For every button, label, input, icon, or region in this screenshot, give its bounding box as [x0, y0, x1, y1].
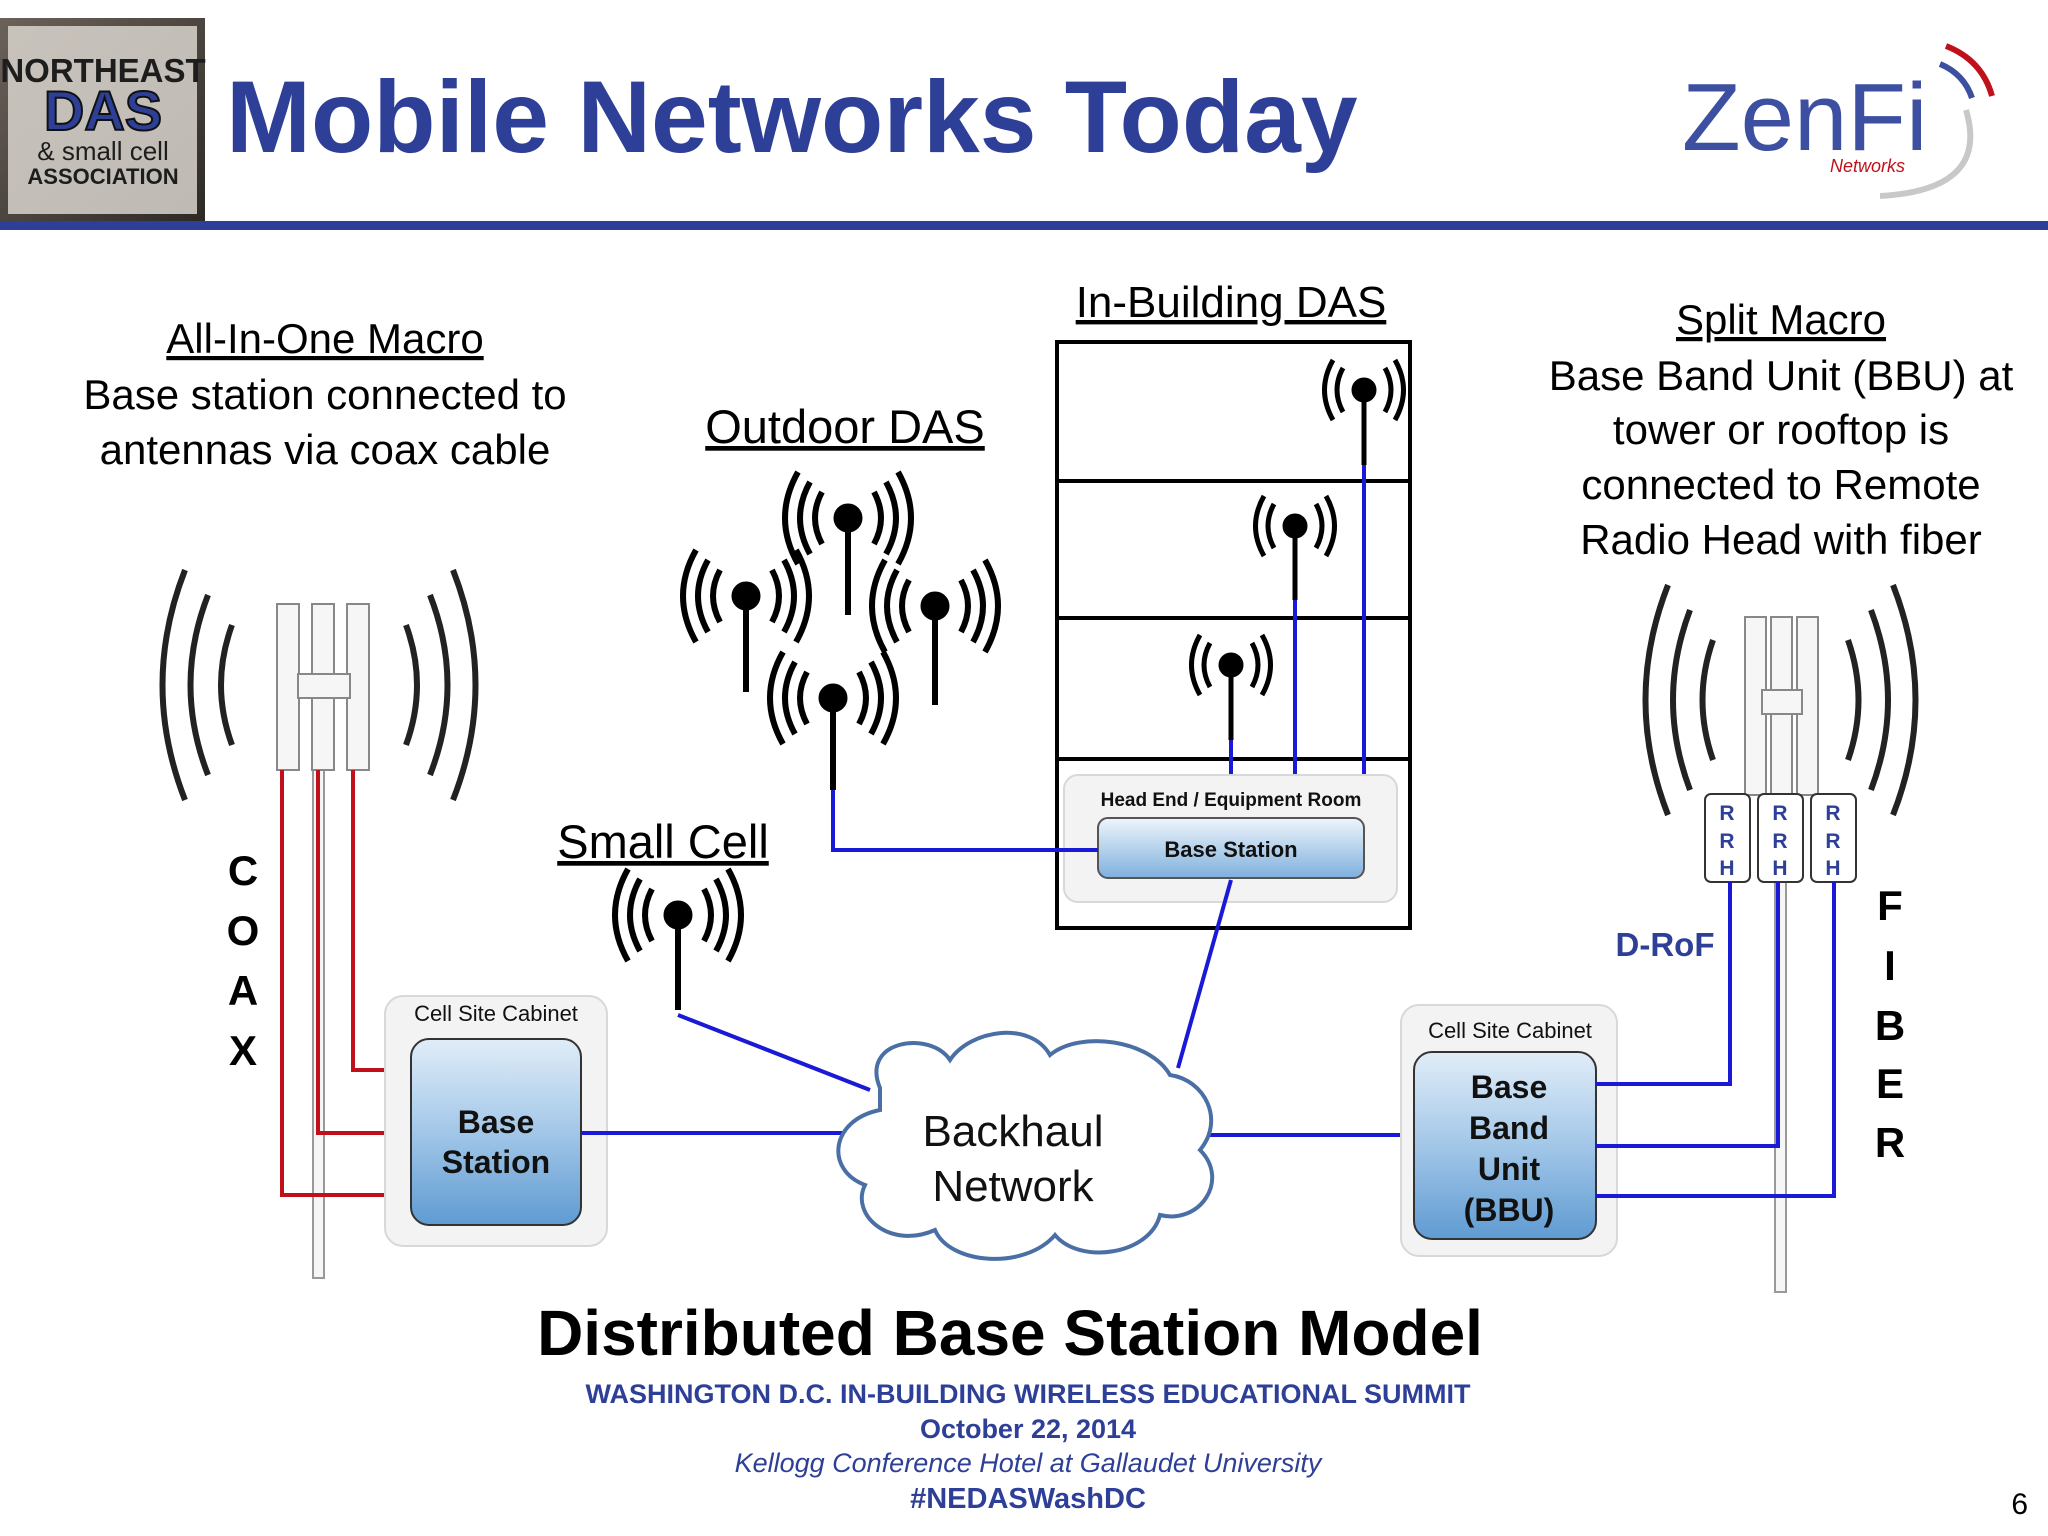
- all-in-one-desc-2: antennas via coax cable: [100, 426, 551, 473]
- section-headings: All-In-One Macro Base station connected …: [83, 278, 2013, 868]
- fiber-letter: E: [1876, 1060, 1904, 1107]
- rrh-letter: R: [1719, 802, 1734, 825]
- split-macro-desc-3: connected to Remote: [1581, 461, 1980, 508]
- backhaul-label-2: Network: [932, 1162, 1094, 1211]
- macro-tower-left: C O A X: [159, 568, 479, 1279]
- antenna-icon: [1189, 633, 1273, 740]
- backhaul-links: [581, 879, 1412, 1137]
- signal-waves-left-icon: [159, 568, 479, 802]
- base-station-label-1: Base: [458, 1104, 535, 1140]
- rrh-letter: R: [1772, 830, 1787, 853]
- heading-small-cell: Small Cell: [557, 815, 769, 868]
- signal-waves-right-icon: [1642, 583, 1919, 817]
- coax-letter: A: [228, 967, 258, 1014]
- rrh-letter: H: [1719, 857, 1734, 880]
- cell-tower-icon: [1744, 616, 1819, 1293]
- in-building-das: Head End / Equipment Room Base Station: [1055, 340, 1412, 930]
- page-number: 6: [2011, 1488, 2028, 1521]
- fiber-label: F I B E R: [1875, 882, 1905, 1166]
- logo-line-4: ASSOCIATION: [27, 164, 178, 189]
- antenna-icon: [1322, 358, 1406, 465]
- zenfi-logo-name: ZenFi: [1682, 64, 1927, 171]
- heading-all-in-one: All-In-One Macro: [166, 315, 483, 362]
- fiber-cables: [1596, 882, 1836, 1198]
- rrh-letter: H: [1772, 857, 1787, 880]
- outdoor-das-antennas: [680, 470, 1001, 790]
- riser-cables: [1229, 465, 1366, 776]
- heading-outdoor-das: Outdoor DAS: [705, 400, 985, 453]
- coax-letter: X: [229, 1027, 257, 1074]
- antenna-icon: [869, 558, 1001, 705]
- all-in-one-desc-1: Base station connected to: [83, 371, 566, 418]
- rrh-box: [1757, 793, 1804, 883]
- header-rule: [0, 221, 2048, 230]
- cloud-icon: [836, 1030, 1215, 1261]
- head-end-label: Head End / Equipment Room: [1101, 790, 1362, 811]
- event-venue: Kellogg Conference Hotel at Gallaudet Un…: [735, 1448, 1323, 1478]
- cell-site-cabinet-right: Cell Site Cabinet Base Band Unit (BBU): [1400, 1004, 1618, 1257]
- cell-site-cabinet-left: Cell Site Cabinet Base Station: [384, 995, 608, 1247]
- rrh-units: R R H R R H R R H: [1704, 793, 1857, 883]
- page-title: Mobile Networks Today: [226, 60, 1358, 174]
- bbu-label-4: (BBU): [1464, 1192, 1555, 1228]
- cell-tower-icon: [276, 603, 370, 1279]
- logo-line-2: DAS: [44, 79, 162, 142]
- logo-line-3: & small cell: [37, 136, 168, 166]
- bbu-label-3: Unit: [1478, 1151, 1541, 1187]
- small-cell-antenna-icon: [612, 867, 744, 1010]
- cabinet-right-title: Cell Site Cabinet: [1428, 1018, 1592, 1043]
- fiber-letter: F: [1877, 882, 1903, 929]
- antenna-icon: [1253, 494, 1337, 600]
- logo-line-1: NORTHEAST: [0, 52, 205, 89]
- rrh-box: [1704, 793, 1751, 883]
- fiber-letter: I: [1884, 942, 1896, 989]
- bbu-label-2: Band: [1469, 1110, 1549, 1146]
- antenna-icon: [782, 470, 914, 615]
- base-station-label-2: Station: [442, 1144, 550, 1180]
- rrh-letter: R: [1825, 830, 1840, 853]
- drof-label: D-RoF: [1616, 926, 1715, 963]
- rrh-letter: H: [1825, 857, 1840, 880]
- coax-label: C O A X: [227, 847, 260, 1074]
- header: NORTHEAST DAS & small cell ASSOCIATION M…: [0, 18, 2048, 230]
- zenfi-logo-subtitle: Networks: [1830, 156, 1905, 176]
- heading-in-building-das: In-Building DAS: [1076, 278, 1387, 327]
- split-macro-desc-1: Base Band Unit (BBU) at: [1549, 352, 2014, 399]
- rrh-letter: R: [1719, 830, 1734, 853]
- split-macro-desc-4: Radio Head with fiber: [1580, 516, 1982, 563]
- zenfi-logo: ZenFi Networks: [1682, 43, 1995, 199]
- backhaul-network-cloud: Backhaul Network: [836, 1030, 1215, 1261]
- rrh-letter: R: [1825, 802, 1840, 825]
- cabinet-left-title: Cell Site Cabinet: [414, 1001, 578, 1026]
- event-date: October 22, 2014: [920, 1414, 1136, 1444]
- antenna-icon: [767, 650, 899, 790]
- split-macro-tower: R R H R R H R R H D-RoF F I B E R: [1596, 583, 1919, 1293]
- heading-split-macro: Split Macro: [1676, 296, 1886, 343]
- fiber-letter: B: [1875, 1002, 1905, 1049]
- model-title: Distributed Base Station Model: [537, 1297, 1483, 1369]
- outdoor-das-feed: [831, 790, 1098, 852]
- fiber-letter: R: [1875, 1119, 1905, 1166]
- split-macro-desc-2: tower or rooftop is: [1613, 406, 1949, 453]
- footer: Distributed Base Station Model WASHINGTO…: [537, 1297, 2028, 1521]
- antenna-icon: [680, 548, 812, 692]
- coax-letter: O: [227, 907, 260, 954]
- bbu-label-1: Base: [1471, 1069, 1548, 1105]
- head-end-base-station-label: Base Station: [1164, 837, 1297, 862]
- zenfi-signal-icon: [1944, 43, 1995, 97]
- coax-letter: C: [228, 847, 258, 894]
- rrh-letter: R: [1772, 802, 1787, 825]
- event-hashtag: #NEDASWashDC: [910, 1483, 1146, 1515]
- backhaul-label-1: Backhaul: [922, 1107, 1103, 1156]
- event-name: WASHINGTON D.C. IN-BUILDING WIRELESS EDU…: [586, 1379, 1471, 1409]
